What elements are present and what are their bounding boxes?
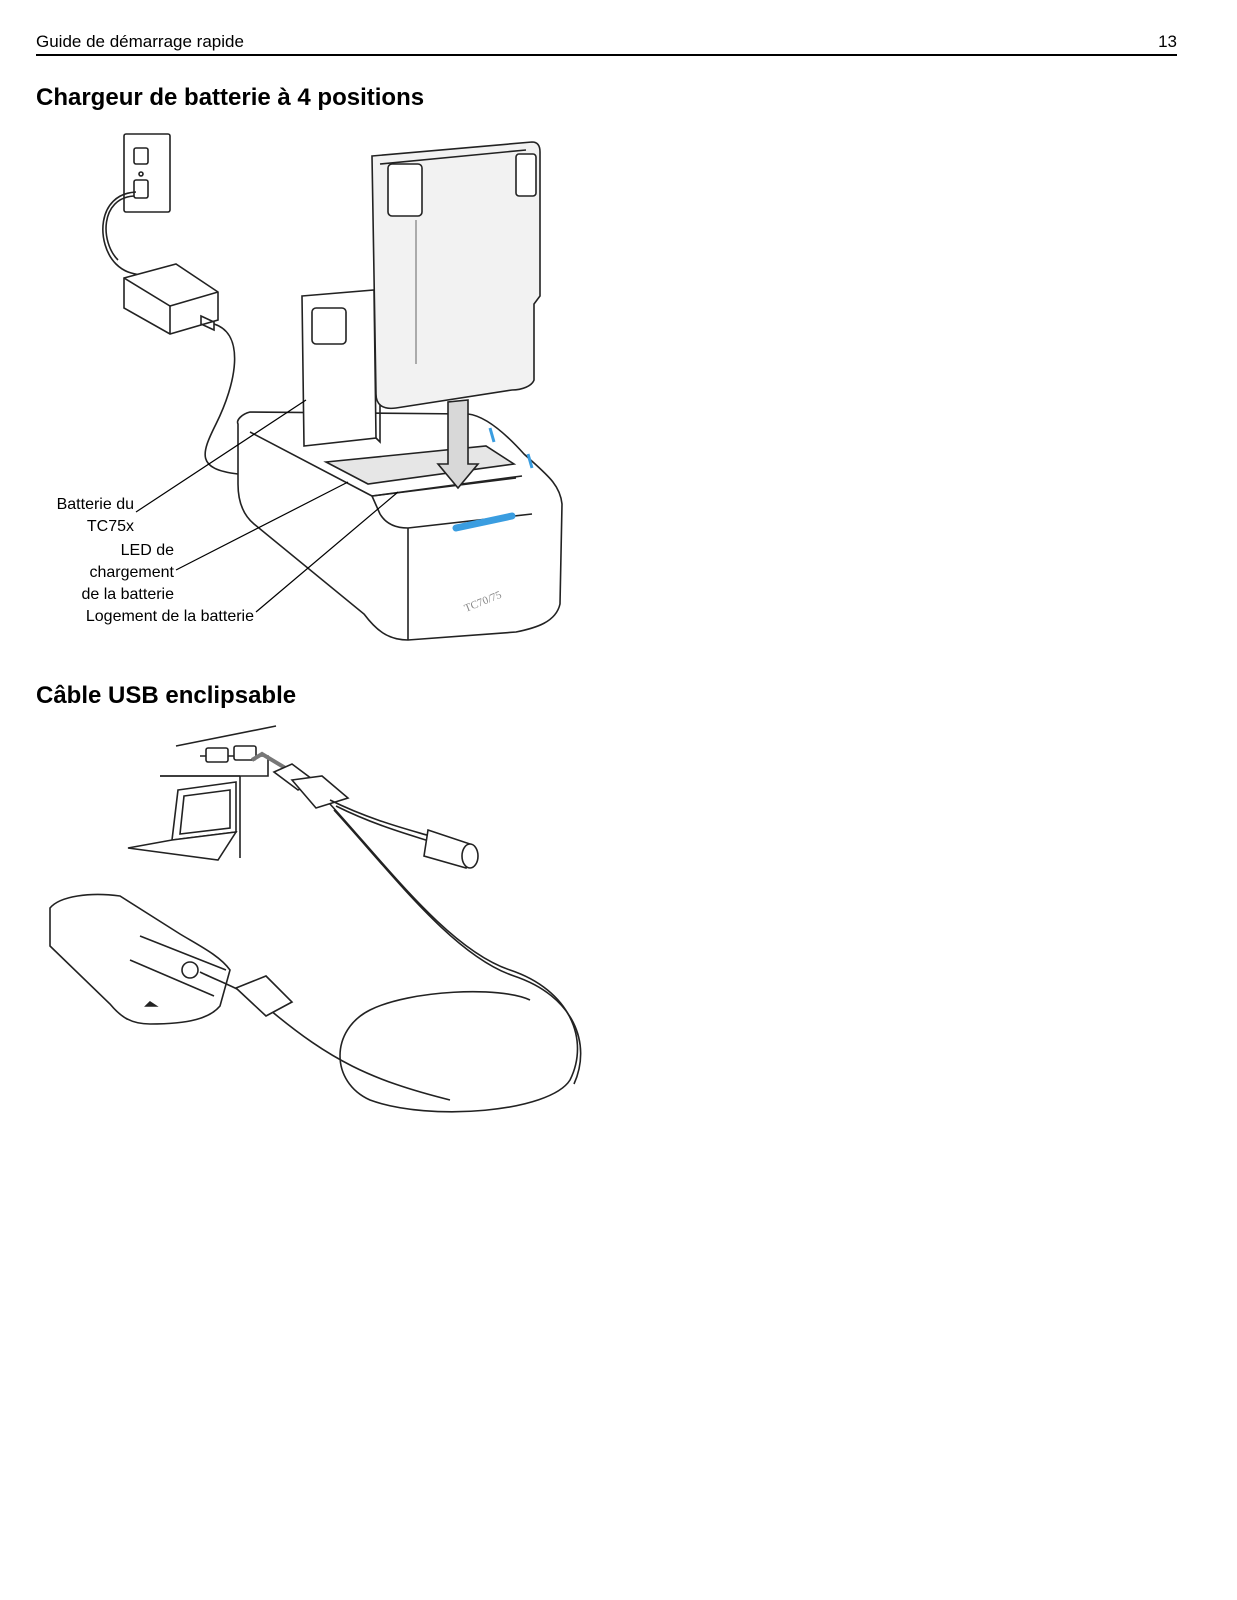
wall-outlet-icon	[123, 133, 171, 213]
callout-battery-line1: Batterie du	[56, 496, 134, 513]
section-title-charger: Chargeur de batterie à 4 positions	[36, 84, 425, 111]
usb-plug-icon	[272, 763, 350, 809]
battery-icon	[301, 289, 381, 447]
callout-battery: Batterie du TC75x	[30, 494, 134, 538]
callout-led: LED de chargement de la batterie	[50, 540, 174, 606]
page-number: 13	[1158, 32, 1177, 51]
callout-led-line3: de la batterie	[81, 586, 174, 603]
section-title-usb: Câble USB enclipsable	[36, 682, 297, 709]
usb-port-icon	[160, 725, 277, 858]
header-title: Guide de démarrage rapide	[36, 32, 244, 51]
barrel-jack-icon	[423, 828, 479, 870]
usb-cable-illustration	[49, 725, 582, 1113]
callout-battery-line2: TC75x	[86, 518, 134, 535]
charger-illustration: TC70/75	[102, 133, 563, 641]
callout-led-line1: LED de	[120, 542, 174, 559]
power-adapter-icon	[123, 263, 219, 335]
laptop-icon	[127, 781, 238, 861]
mobile-device-icon	[49, 893, 231, 1025]
led-bar	[452, 512, 516, 532]
battery-icon-large	[371, 141, 541, 410]
callout-led-line2: chargement	[89, 564, 175, 581]
callout-slot: Logement de la batterie	[85, 608, 254, 625]
charger-icon: TC70/75	[236, 411, 563, 641]
page-header: Guide de démarrage rapide 13	[36, 32, 1177, 56]
